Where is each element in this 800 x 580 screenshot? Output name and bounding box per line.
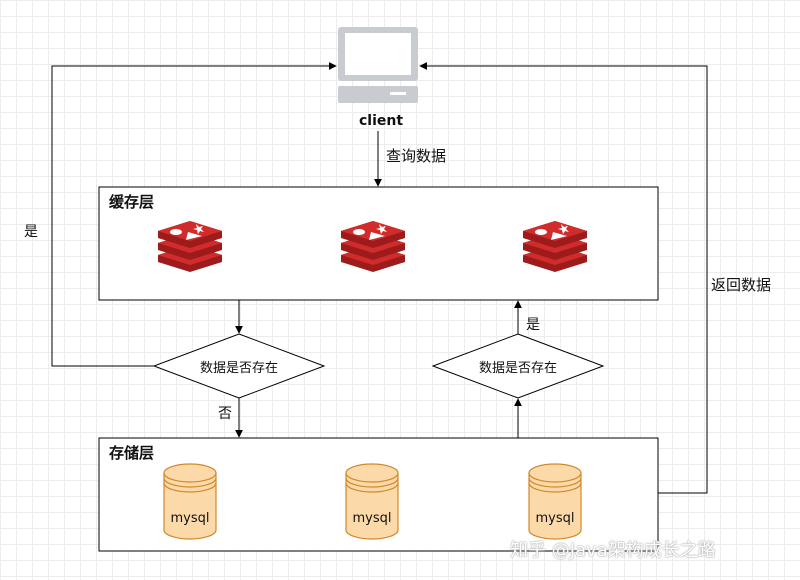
storage-layer-title: 存储层 xyxy=(109,444,155,462)
redis-icon xyxy=(341,221,405,272)
decision-left-label: 数据是否存在 xyxy=(199,361,278,376)
redis-icon xyxy=(158,221,222,272)
db-label-2: mysql xyxy=(352,511,392,526)
redis-icon xyxy=(523,221,587,272)
database-icon xyxy=(528,463,582,540)
computer-icon xyxy=(338,27,418,103)
edge-yes-left xyxy=(51,62,337,367)
no-label: 否 xyxy=(218,406,232,422)
yes-left-label: 是 xyxy=(24,224,38,240)
client-label: client xyxy=(359,113,404,129)
database-icon xyxy=(345,463,399,540)
decision-diamond-right xyxy=(431,333,605,399)
database-icon xyxy=(163,463,217,540)
return-edge-label: 返回数据 xyxy=(711,276,772,294)
db-label-1: mysql xyxy=(170,511,210,526)
db-label-3: mysql xyxy=(535,511,575,526)
query-edge-label: 查询数据 xyxy=(386,147,447,165)
edge-return xyxy=(419,62,708,494)
cache-layer-title: 缓存层 xyxy=(109,193,155,211)
yes-right-label: 是 xyxy=(526,317,540,333)
watermark: 知乎 @Java架构成长之路 xyxy=(510,540,716,561)
decision-right-label: 数据是否存在 xyxy=(478,361,557,376)
